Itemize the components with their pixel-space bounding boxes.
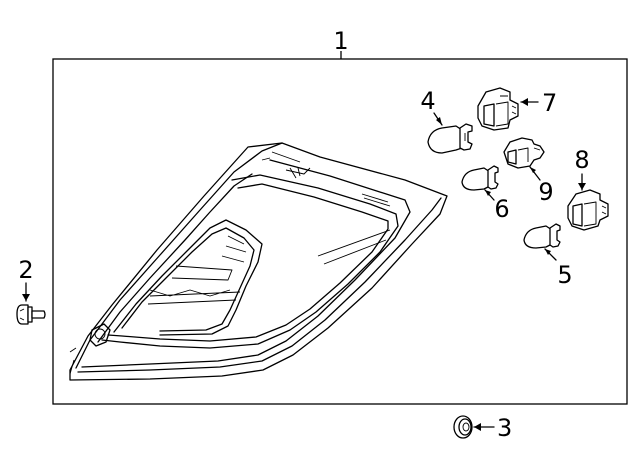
callout-2: 2 xyxy=(18,256,33,284)
screw-icon xyxy=(16,304,46,325)
socket-icon xyxy=(567,189,609,231)
callout-9: 9 xyxy=(538,178,553,206)
callout-4: 4 xyxy=(420,87,435,115)
assembly-frame xyxy=(52,58,628,405)
callout-7: 7 xyxy=(542,89,557,117)
callout-3: 3 xyxy=(497,414,512,442)
callout-6: 6 xyxy=(494,195,509,223)
socket-icon xyxy=(477,87,519,131)
tail-light-assembly xyxy=(69,142,448,381)
bulb-icon xyxy=(523,223,561,249)
callout-5: 5 xyxy=(557,261,572,289)
bulb-icon xyxy=(461,165,499,191)
callout-1: 1 xyxy=(333,27,348,55)
callout-8: 8 xyxy=(574,146,589,174)
grommet-icon xyxy=(453,415,473,439)
bulb-icon xyxy=(427,123,473,154)
socket-icon xyxy=(503,137,545,169)
